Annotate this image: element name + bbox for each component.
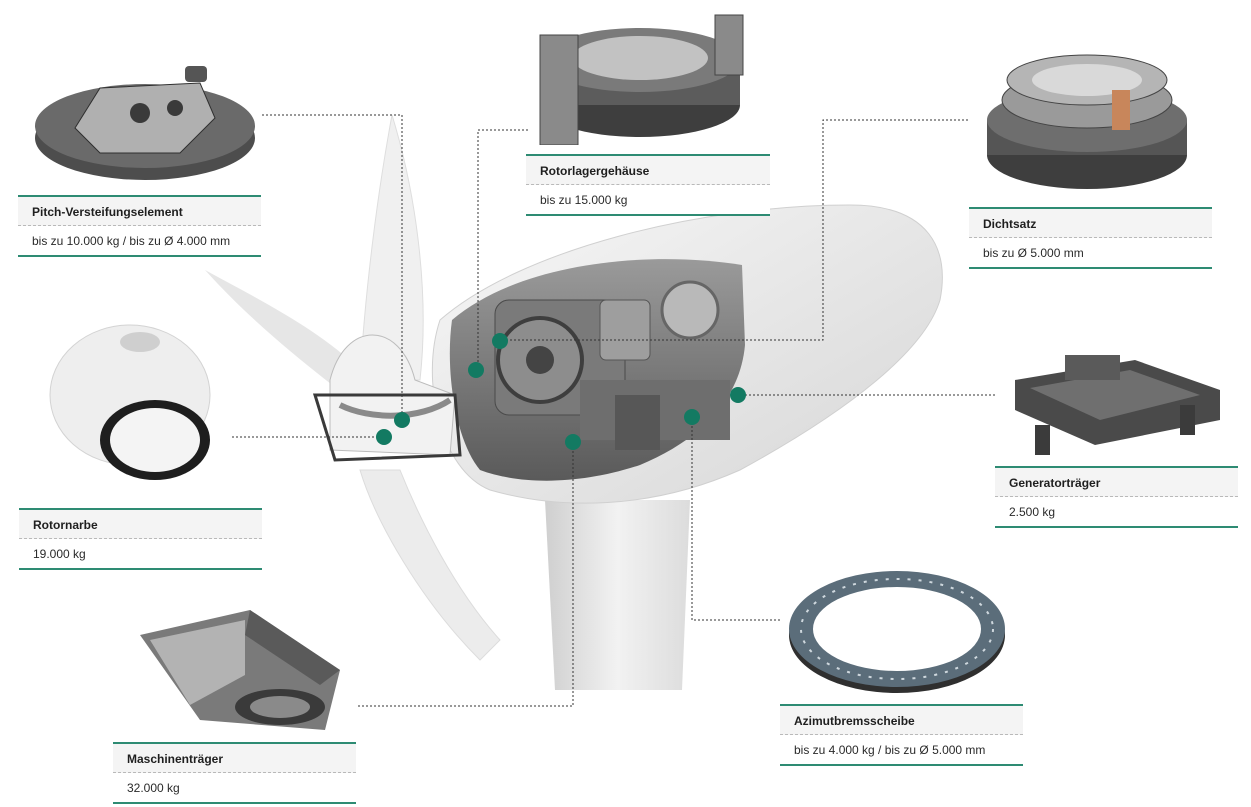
pitch-card-title: Pitch-Versteifungselement bbox=[18, 197, 261, 226]
rotornabe-card-spec: 19.000 kg bbox=[33, 547, 86, 561]
leader-line-dichtsatz bbox=[500, 119, 968, 341]
pitch-card-spec: bis zu 10.000 kg / bis zu Ø 4.000 mm bbox=[32, 234, 231, 248]
rotornabe-card-title: Rotornarbe bbox=[19, 510, 262, 539]
marker-dot-pitch[interactable] bbox=[394, 412, 410, 428]
marker-dot-maschinen[interactable] bbox=[565, 434, 581, 450]
rotorlager-info-card[interactable]: Rotorlagergehäuse bis zu 15.000 kg bbox=[526, 154, 770, 216]
marker-dot-rotornabe[interactable] bbox=[376, 429, 392, 445]
rotorlager-card-title: Rotorlagergehäuse bbox=[526, 156, 770, 185]
rotor-hub-icon bbox=[49, 324, 211, 480]
marker-dot-azimut[interactable] bbox=[684, 409, 700, 425]
rotorlager-card-spec: bis zu 15.000 kg bbox=[540, 193, 628, 207]
generator-info-card[interactable]: Generatorträger 2.500 kg bbox=[995, 466, 1238, 528]
generator-card-title: Generatorträger bbox=[995, 468, 1238, 497]
generator-frame-icon bbox=[1015, 355, 1220, 455]
dichtsatz-card-spec: bis zu Ø 5.000 mm bbox=[983, 246, 1084, 260]
leader-line-rotorlager bbox=[477, 129, 528, 370]
marker-dot-rotorlager[interactable] bbox=[468, 362, 484, 378]
pitch-stiffener-plate-icon bbox=[35, 66, 255, 180]
dichtsatz-info-card[interactable]: Dichtsatz bis zu Ø 5.000 mm bbox=[969, 207, 1212, 269]
azimut-card-title: Azimutbremsscheibe bbox=[780, 706, 1023, 735]
maschinen-card-spec: 32.000 kg bbox=[127, 781, 180, 795]
seal-kit-icon bbox=[987, 54, 1187, 189]
azimut-info-card[interactable]: Azimutbremsscheibe bis zu 4.000 kg / bis… bbox=[780, 704, 1023, 766]
marker-dot-dichtsatz[interactable] bbox=[492, 333, 508, 349]
maschinen-info-card[interactable]: Maschinenträger 32.000 kg bbox=[113, 742, 356, 804]
yaw-brake-disc-icon bbox=[789, 571, 1005, 693]
machine-frame-icon bbox=[140, 610, 340, 730]
leader-line-azimut bbox=[691, 417, 780, 621]
leader-line-pitch bbox=[262, 114, 403, 420]
generator-card-spec: 2.500 kg bbox=[1009, 505, 1056, 519]
rotornabe-info-card[interactable]: Rotornarbe 19.000 kg bbox=[19, 508, 262, 570]
dichtsatz-card-title: Dichtsatz bbox=[969, 209, 1212, 238]
marker-dot-generator[interactable] bbox=[730, 387, 746, 403]
azimut-card-spec: bis zu 4.000 kg / bis zu Ø 5.000 mm bbox=[794, 743, 986, 757]
maschinen-card-title: Maschinenträger bbox=[113, 744, 356, 773]
pitch-info-card[interactable]: Pitch-Versteifungselement bis zu 10.000 … bbox=[18, 195, 261, 257]
leader-line-maschinen bbox=[358, 442, 574, 707]
rotor-bearing-housing-icon bbox=[539, 14, 744, 145]
